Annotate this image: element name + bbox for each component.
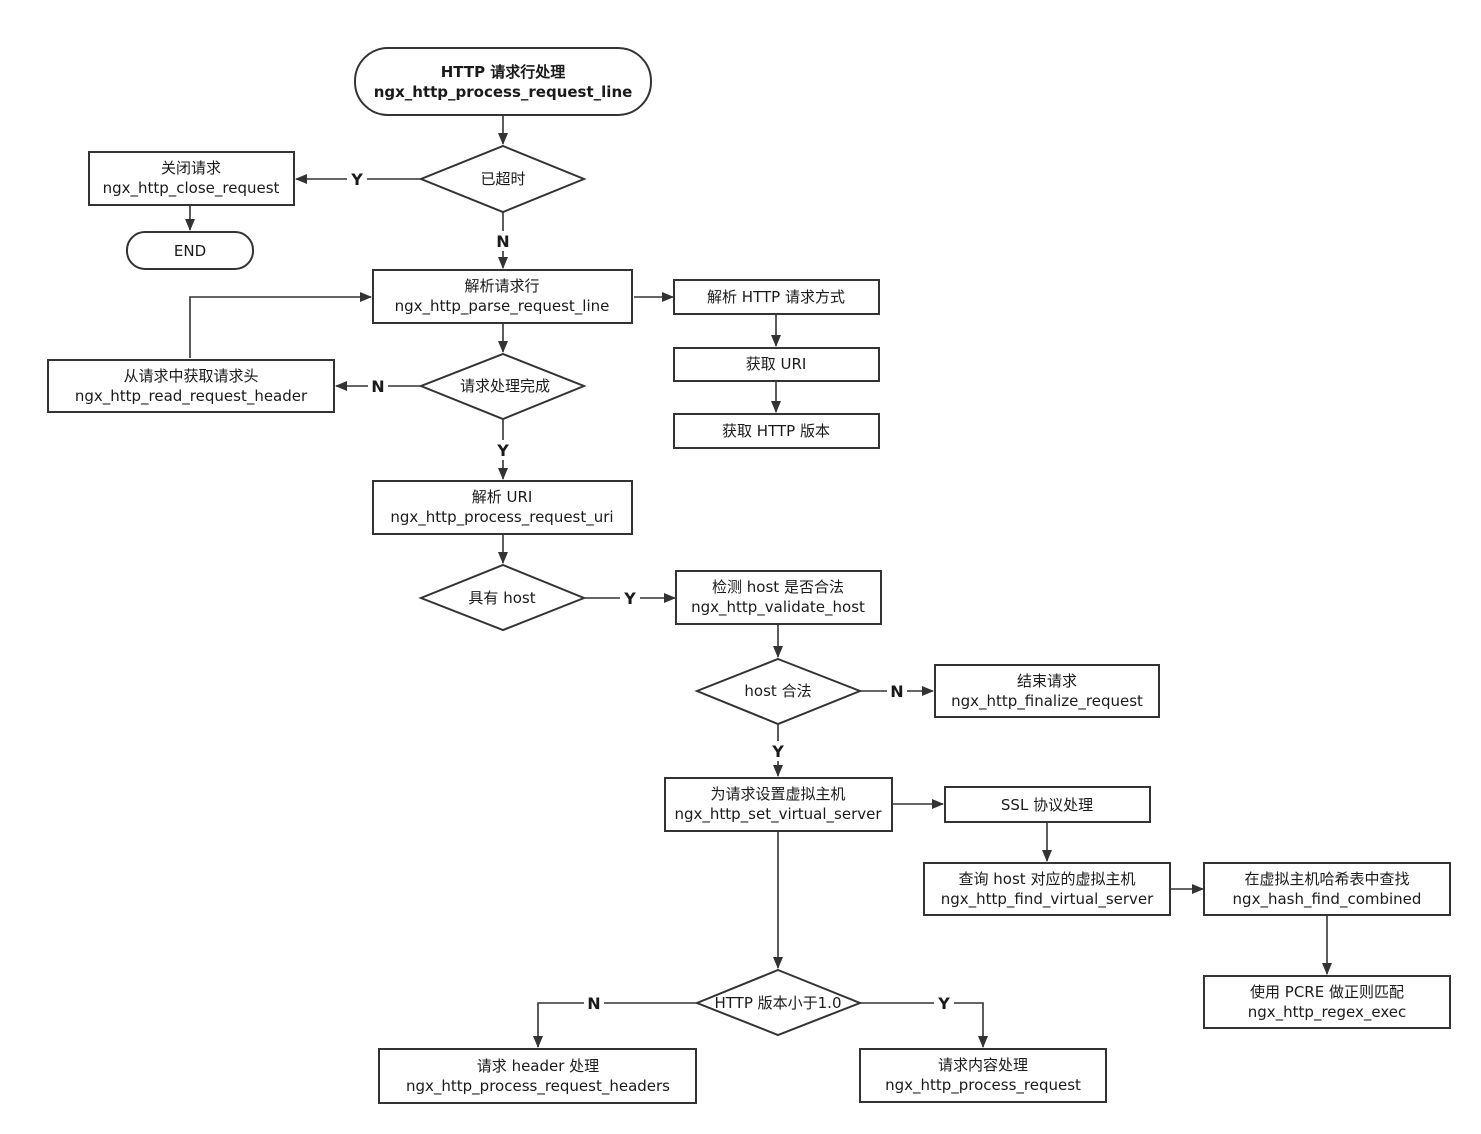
node-get-version: 获取 HTTP 版本 xyxy=(673,413,880,449)
parse-line-title: 解析请求行 xyxy=(464,277,539,295)
label-version-yes: Y xyxy=(937,994,950,1013)
node-regex-exec: 使用 PCRE 做正则匹配 ngx_http_regex_exec xyxy=(1203,975,1451,1029)
regex-function: ngx_http_regex_exec xyxy=(1248,1003,1406,1022)
timeout-label: 已超时 xyxy=(480,170,525,188)
decision-request-done: 请求处理完成 xyxy=(418,352,587,421)
edge-labels: Y N N Y Y N Y N Y xyxy=(347,169,954,1013)
label-timeout-no: N xyxy=(496,232,509,251)
read-header-function: ngx_http_read_request_header xyxy=(75,387,308,406)
decision-timeout: 已超时 xyxy=(418,144,587,214)
node-find-virtual-server: 查询 host 对应的虚拟主机 ngx_http_find_virtual_se… xyxy=(923,862,1171,916)
edge-version-process xyxy=(860,1002,988,1048)
label-hostok-yes: Y xyxy=(771,742,784,761)
validate-host-function: ngx_http_validate_host xyxy=(691,598,865,617)
parse-method-label: 解析 HTTP 请求方式 xyxy=(707,288,845,306)
decision-host-valid: host 合法 xyxy=(694,657,863,726)
find-server-title: 查询 host 对应的虚拟主机 xyxy=(959,870,1136,888)
node-process-request-headers: 请求 header 处理 ngx_http_process_request_he… xyxy=(378,1048,697,1104)
node-parse-uri: 解析 URI ngx_http_process_request_uri xyxy=(372,480,633,535)
finalize-function: ngx_http_finalize_request xyxy=(951,692,1143,711)
node-hash-find-combined: 在虚拟主机哈希表中查找 ngx_hash_find_combined xyxy=(1203,862,1451,916)
label-version-no: N xyxy=(587,994,600,1013)
validate-host-title: 检测 host 是否合法 xyxy=(712,578,844,596)
set-server-title: 为请求设置虚拟主机 xyxy=(710,785,845,803)
node-ssl: SSL 协议处理 xyxy=(944,786,1151,823)
set-server-function: ngx_http_set_virtual_server xyxy=(674,805,882,824)
start-function: ngx_http_process_request_line xyxy=(374,83,633,101)
start-title: HTTP 请求行处理 xyxy=(441,63,566,81)
node-finalize-request: 结束请求 ngx_http_finalize_request xyxy=(934,664,1160,718)
finalize-title: 结束请求 xyxy=(1017,672,1077,690)
parse-uri-title: 解析 URI xyxy=(472,488,533,506)
hash-find-title: 在虚拟主机哈希表中查找 xyxy=(1244,870,1409,888)
done-label: 请求处理完成 xyxy=(460,377,550,395)
ssl-label: SSL 协议处理 xyxy=(1001,796,1093,814)
regex-title: 使用 PCRE 做正则匹配 xyxy=(1250,983,1404,1001)
edge-readheader-parse xyxy=(189,292,372,358)
host-ok-label: host 合法 xyxy=(744,682,811,700)
process-function: ngx_http_process_request xyxy=(885,1076,1081,1095)
node-validate-host: 检测 host 是否合法 ngx_http_validate_host xyxy=(675,570,882,625)
close-title: 关闭请求 xyxy=(161,159,221,177)
node-set-virtual-server: 为请求设置虚拟主机 ngx_http_set_virtual_server xyxy=(664,777,893,832)
label-done-yes: Y xyxy=(496,441,509,460)
node-end: END xyxy=(126,231,254,270)
end-label: END xyxy=(174,242,206,260)
read-header-title: 从请求中获取请求头 xyxy=(123,367,258,385)
hash-find-function: ngx_hash_find_combined xyxy=(1233,890,1422,909)
headers-title: 请求 header 处理 xyxy=(477,1057,599,1075)
node-parse-request-line: 解析请求行 ngx_http_parse_request_line xyxy=(372,269,633,324)
get-uri-label: 获取 URI xyxy=(746,355,807,373)
node-get-uri: 获取 URI xyxy=(673,347,880,382)
decision-http-version: HTTP 版本小于1.0 xyxy=(694,968,863,1037)
process-title: 请求内容处理 xyxy=(938,1056,1028,1074)
edge-version-headers xyxy=(533,1002,697,1048)
version-lt-label: HTTP 版本小于1.0 xyxy=(714,994,841,1012)
has-host-label: 具有 host xyxy=(468,589,535,607)
node-close-request: 关闭请求 ngx_http_close_request xyxy=(88,151,295,206)
label-host-yes: Y xyxy=(623,589,636,608)
headers-function: ngx_http_process_request_headers xyxy=(406,1077,670,1096)
get-version-label: 获取 HTTP 版本 xyxy=(722,422,830,440)
node-process-request: 请求内容处理 ngx_http_process_request xyxy=(859,1048,1107,1103)
node-parse-method: 解析 HTTP 请求方式 xyxy=(673,279,880,315)
node-read-request-header: 从请求中获取请求头 ngx_http_read_request_header xyxy=(47,359,335,413)
label-timeout-yes: Y xyxy=(350,170,363,189)
label-done-no: N xyxy=(371,377,384,396)
parse-line-function: ngx_http_parse_request_line xyxy=(395,297,610,316)
parse-uri-function: ngx_http_process_request_uri xyxy=(390,508,613,527)
label-hostok-no: N xyxy=(890,682,903,701)
decision-has-host: 具有 host xyxy=(418,563,587,632)
close-function: ngx_http_close_request xyxy=(103,179,280,198)
find-server-function: ngx_http_find_virtual_server xyxy=(941,890,1154,909)
node-start: HTTP 请求行处理 ngx_http_process_request_line xyxy=(354,47,652,116)
